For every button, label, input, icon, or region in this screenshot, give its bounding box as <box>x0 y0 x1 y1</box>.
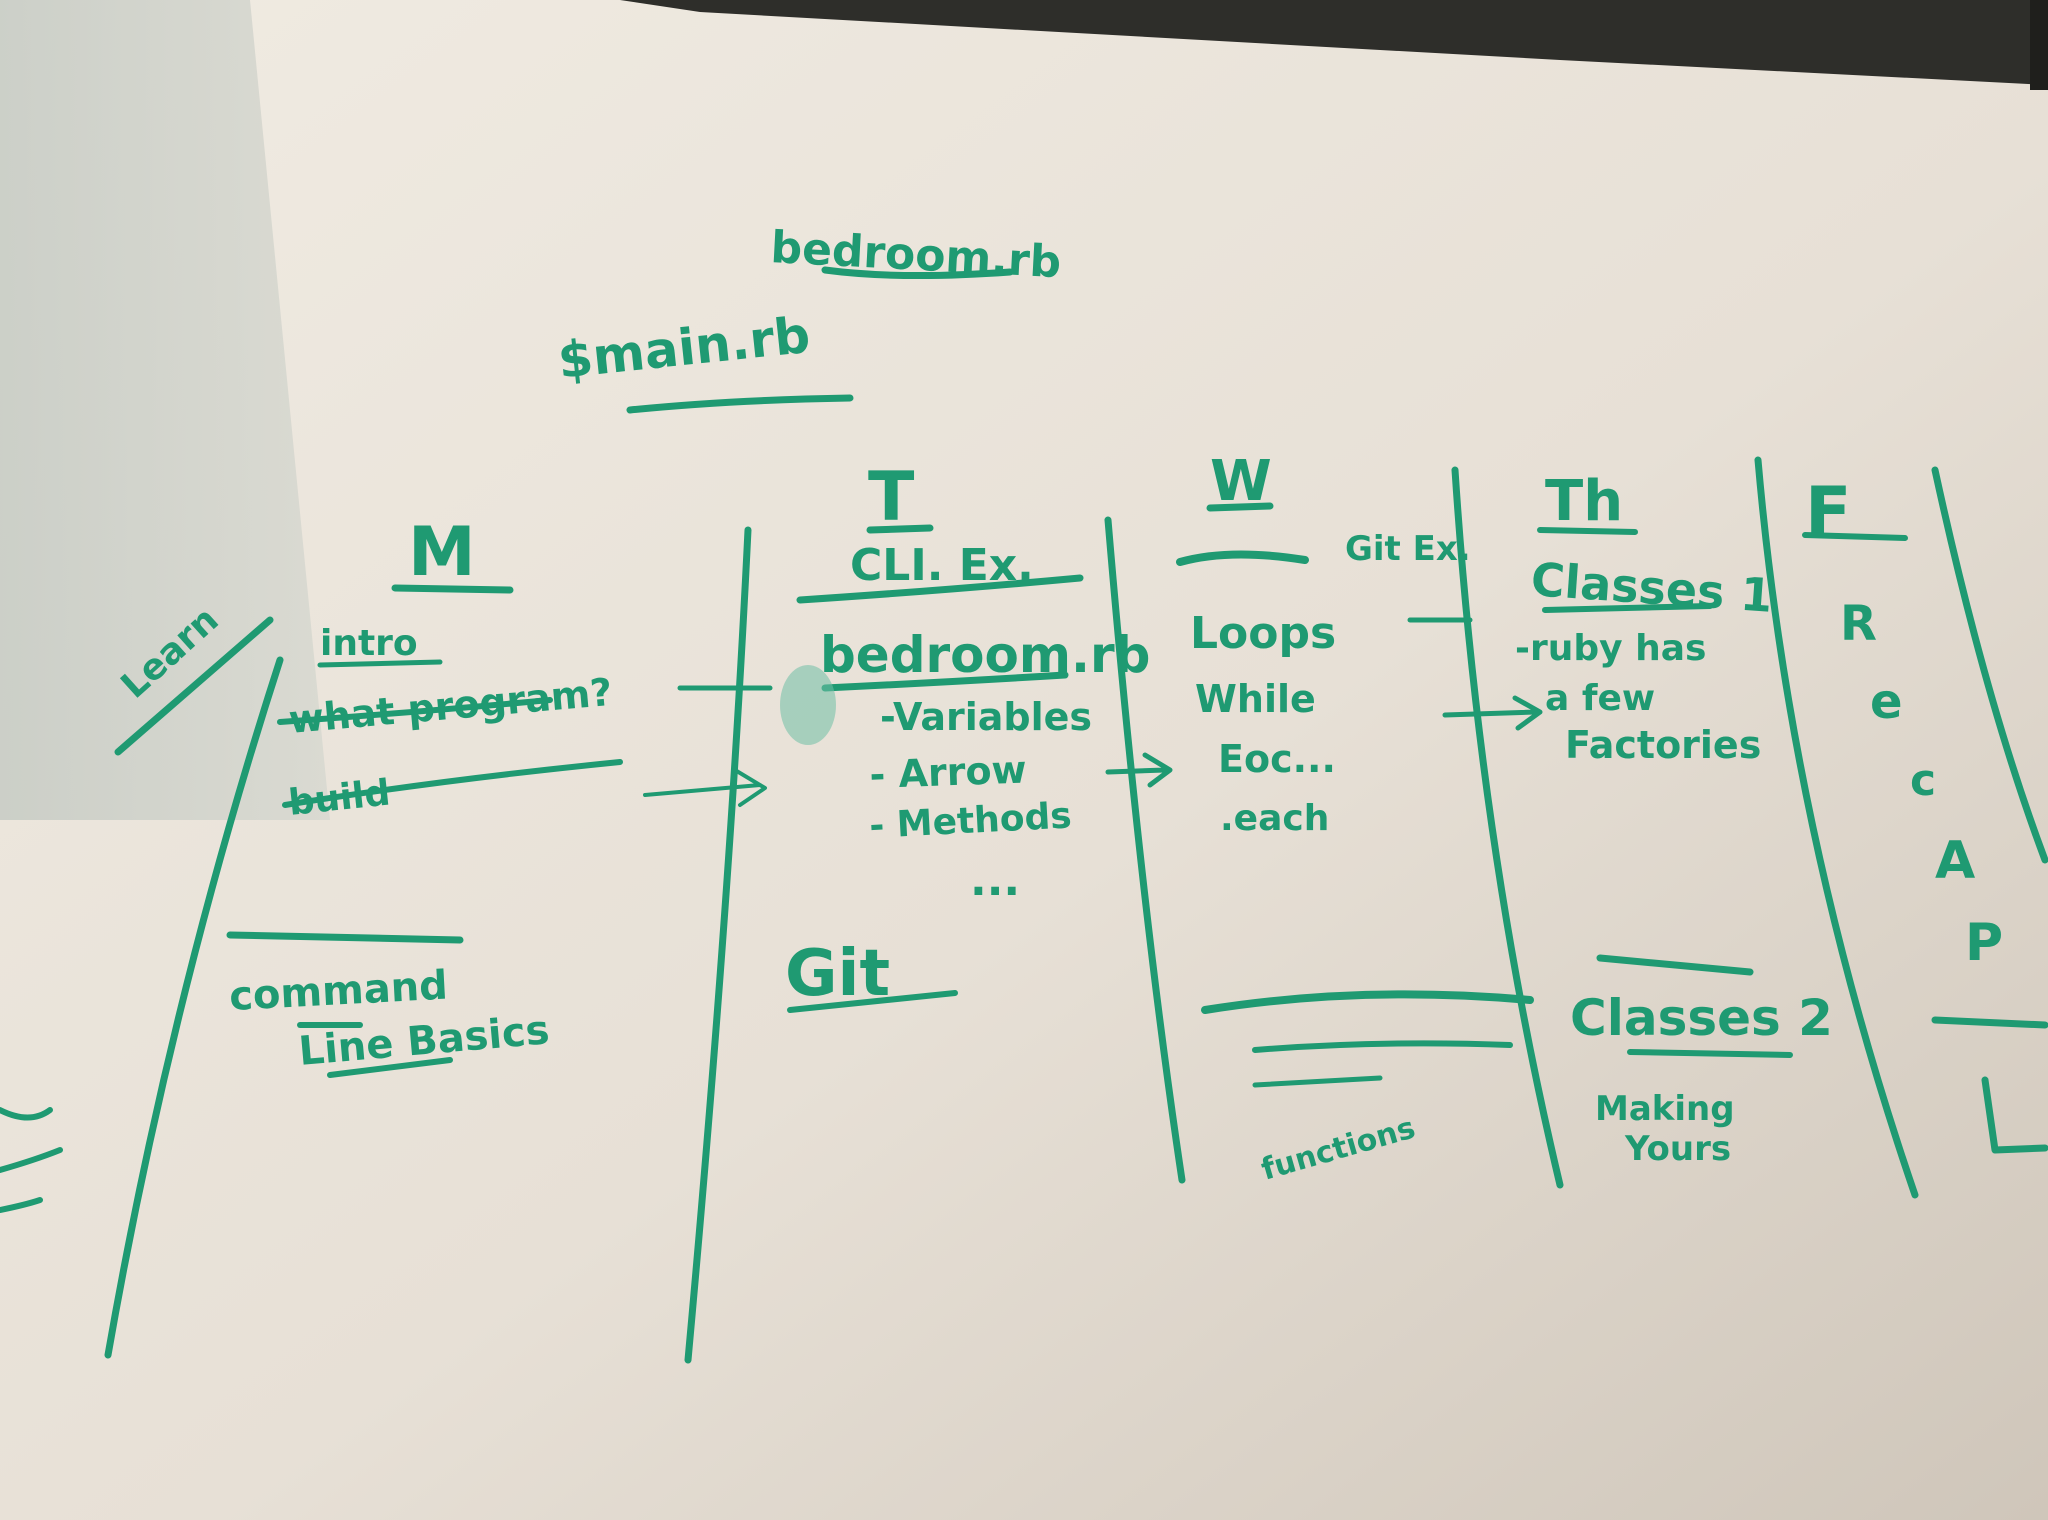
f-item-2: e <box>1870 674 1903 730</box>
f-item-3: c <box>1910 755 1936 806</box>
underline <box>1596 954 1754 976</box>
th-item-4: Factories <box>1565 723 1761 767</box>
th-item-5: Classes 2 <box>1570 989 1833 1047</box>
divider-line <box>684 526 752 1364</box>
edge-scribble <box>0 1107 63 1213</box>
w-item-2: While <box>1195 677 1316 721</box>
underline <box>391 584 514 594</box>
f-item-4: A <box>1935 831 1975 891</box>
underline <box>317 659 443 668</box>
strikethrough <box>277 697 553 725</box>
t-item-6: ... <box>970 855 1020 906</box>
day-header-th: Th <box>1545 469 1623 534</box>
w-item-1: Loops <box>1190 608 1336 659</box>
underline <box>1627 1049 1793 1058</box>
divider-line <box>1104 516 1186 1184</box>
f-item-5: P <box>1965 913 2003 973</box>
th-item-2: -ruby has <box>1515 628 1706 669</box>
underline <box>866 524 934 534</box>
th-item-6: Making <box>1595 1089 1735 1129</box>
top-frame <box>620 0 2048 85</box>
smudge <box>780 665 836 745</box>
edge-letter-mark <box>1981 1076 2048 1154</box>
divider-line <box>1754 456 1919 1199</box>
underline <box>1802 532 1908 541</box>
arrow-icon <box>1105 752 1173 788</box>
underline <box>796 574 1084 604</box>
t-item-2: bedroom.rb <box>820 626 1150 684</box>
underline <box>1206 502 1274 512</box>
divider-line <box>1931 466 2048 864</box>
arrow-icon <box>1442 695 1543 731</box>
day-header-f: F <box>1805 473 1851 552</box>
m-item-4: command <box>228 963 449 1020</box>
strikethrough <box>1252 1040 1513 1053</box>
w-item-3: Eoc... <box>1218 737 1336 781</box>
underline <box>821 266 1014 280</box>
underline <box>821 671 1069 692</box>
underline <box>787 990 958 1013</box>
strikethrough <box>114 616 274 756</box>
th-item-3: a few <box>1545 678 1655 719</box>
divider-line <box>1451 466 1564 1189</box>
underline <box>1542 603 1713 613</box>
underline <box>1931 1016 2048 1029</box>
underline <box>226 931 464 944</box>
t-item-4: - Arrow <box>869 748 1028 797</box>
day-header-t: T <box>868 458 915 537</box>
underline <box>1252 1075 1383 1088</box>
th-item-7: Yours <box>1624 1129 1731 1169</box>
arrow-icon <box>643 768 767 807</box>
w-item-5: Git Ex. <box>1345 529 1471 569</box>
strikethrough <box>1176 550 1309 566</box>
underline <box>327 1057 453 1078</box>
frame-corner <box>2030 0 2048 90</box>
day-header-m: M <box>408 513 476 592</box>
m-item-1: intro <box>320 623 418 664</box>
underline <box>1537 527 1638 535</box>
f-item-1: R <box>1840 596 1877 652</box>
board-shadow <box>0 0 330 820</box>
divider-line <box>104 656 284 1359</box>
t-item-3: -Variables <box>880 695 1092 739</box>
underline <box>626 394 854 414</box>
strikethrough <box>1201 990 1534 1014</box>
strikethrough <box>282 759 623 808</box>
w-item-4: .each <box>1220 798 1329 839</box>
